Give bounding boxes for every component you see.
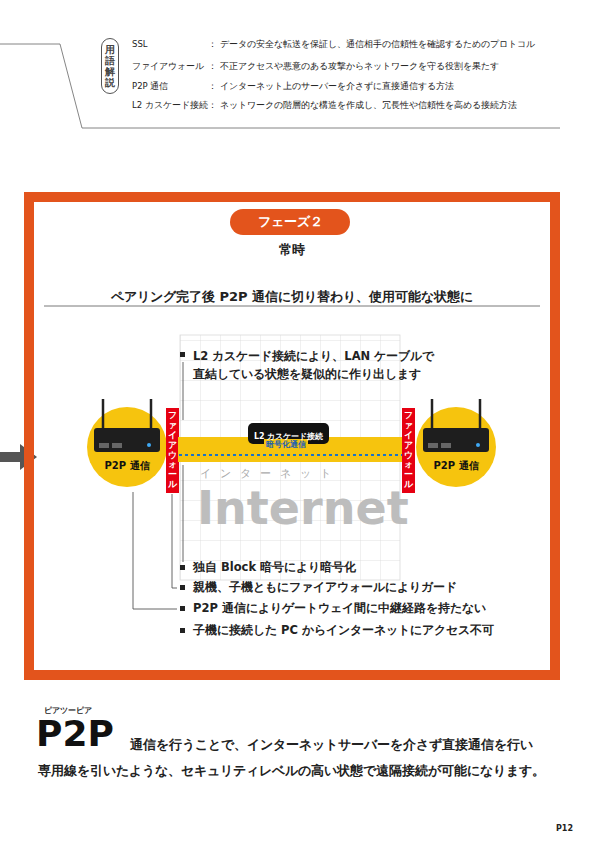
term-colon: ： bbox=[208, 61, 217, 72]
firewall-label: ファイアウォール bbox=[404, 411, 413, 490]
term-definition: データの安全な転送を保証し、通信相手の信頼性を確認するためのプロトコル bbox=[220, 39, 535, 50]
p2p-heading: P2P bbox=[36, 716, 114, 752]
term-colon: ： bbox=[208, 81, 217, 92]
watermark-kana: インターネット bbox=[200, 467, 340, 481]
cascade-label: L2 カスケード接続 bbox=[254, 432, 323, 441]
phase-description: ペアリング完了後 P2P 通信に切り替わり、使用可能な状態に bbox=[24, 288, 560, 306]
phase-pill: フェーズ２ bbox=[230, 209, 350, 235]
router-device bbox=[416, 407, 496, 487]
cascade-tag: L2 カスケード接続 bbox=[248, 423, 329, 444]
term-definition: 不正アクセスや悪意のある攻撃からネットワークを守る役割を果たす bbox=[220, 61, 499, 72]
watermark: Internet bbox=[197, 480, 409, 538]
term: P2P 通信 bbox=[132, 81, 168, 92]
term-colon: ： bbox=[208, 100, 217, 111]
flow-arrow bbox=[0, 444, 37, 470]
glossary-heading: 用語解説 bbox=[105, 44, 115, 88]
term-definition: ネットワークの階層的な構造を作成し、冗長性や信頼性を高める接続方法 bbox=[220, 100, 517, 111]
divider bbox=[44, 306, 540, 307]
term-colon: ： bbox=[208, 39, 217, 50]
device-circle: P2P 通信 bbox=[87, 407, 167, 487]
firewall-label: ファイアウォール bbox=[168, 411, 177, 490]
bullet-squares bbox=[180, 352, 185, 633]
phase-title: フェーズ２ bbox=[258, 213, 323, 231]
glossary-bracket bbox=[0, 44, 560, 128]
page-number: P12 bbox=[556, 824, 573, 834]
term: SSL bbox=[132, 39, 148, 50]
body-text: 専用線を引いたような、セキュリティレベルの高い状態で遠隔接続が可能になります。 bbox=[38, 763, 545, 779]
glossary-tag: 用語解説 bbox=[101, 38, 119, 94]
leader-lines bbox=[133, 362, 183, 609]
term-definition: インターネット上のサーバーを介さずに直接通信する方法 bbox=[220, 81, 454, 92]
device-label: P2P 通信 bbox=[87, 459, 167, 473]
term: L2 カスケード接続 bbox=[132, 100, 208, 111]
device-label: P2P 通信 bbox=[416, 459, 496, 473]
feature-bullet: 子機に接続した PC からインターネットにアクセス不可 bbox=[193, 623, 494, 637]
ruby: ピアツーピア bbox=[44, 706, 92, 715]
device-circle: P2P 通信 bbox=[416, 407, 496, 487]
body-text: 通信を行うことで、インターネットサーバーを介さず直接通信を行い bbox=[130, 737, 533, 753]
feature-bullet: 親機、子機ともにファイアウォールによりガード bbox=[193, 580, 457, 594]
router-device bbox=[87, 407, 167, 487]
firewall-bar: ファイアウォール bbox=[402, 408, 415, 493]
term: ファイアウォール bbox=[132, 61, 204, 72]
feature-bullet: 独自 Block 暗号により暗号化 bbox=[193, 560, 356, 574]
callout-note: L2 カスケード接続により、LAN ケーブルで 直結している状態を疑似的に作り出… bbox=[193, 347, 445, 384]
feature-bullet: P2P 通信によりゲートウェイ間に中継経路を持たない bbox=[193, 601, 486, 615]
phase-subheading: 常時 bbox=[24, 241, 560, 259]
